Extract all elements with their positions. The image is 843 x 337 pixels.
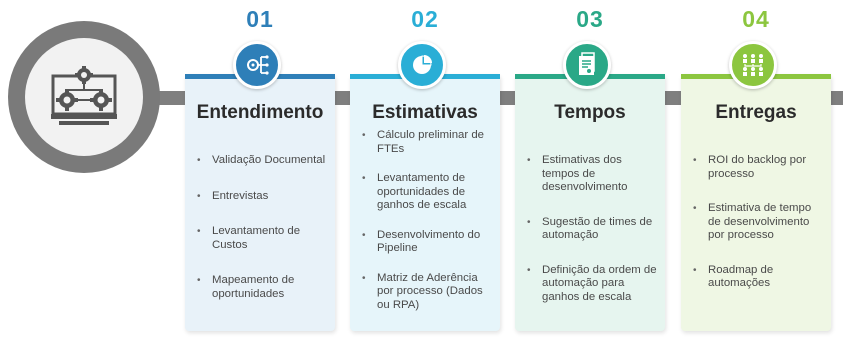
list-item: Sugestão de times de automação	[515, 216, 665, 243]
step-badge-4	[729, 41, 777, 89]
step-list-1: Validação Documental Entrevistas Levanta…	[185, 154, 335, 301]
list-item: Entrevistas	[185, 190, 335, 204]
list-item: Mapeamento de oportunidades	[185, 274, 335, 301]
step-title-2: Estimativas	[372, 102, 478, 123]
step-title-3: Tempos	[554, 102, 626, 123]
pie-chart-icon	[413, 55, 432, 74]
list-item: Estimativas dos tempos de desenvolviment…	[515, 154, 665, 195]
hub-circle	[8, 21, 160, 173]
step-title-1: Entendimento	[196, 102, 324, 123]
step-list-4: ROI do backlog por processo Estimativa d…	[681, 154, 831, 291]
step-badge-2	[398, 41, 446, 89]
step-badge-3	[563, 41, 611, 89]
list-item: Cálculo preliminar de FTEs	[350, 129, 500, 156]
step-title-4: Entregas	[715, 102, 797, 123]
list-item: Validação Documental	[185, 154, 335, 168]
list-item: ROI do backlog por processo	[681, 154, 831, 181]
network-team-icon	[743, 54, 763, 76]
step-badge-1	[233, 41, 281, 89]
hub-inner-circle	[25, 38, 143, 156]
list-item: Matriz de Aderência por processo (Dados …	[350, 272, 500, 313]
step-card-4: Entregas ROI do backlog por processo Est…	[681, 74, 831, 331]
list-item: Definição da ordem de automação para gan…	[515, 264, 665, 305]
step-number-4: 04	[742, 6, 770, 32]
list-item: Roadmap de automações	[681, 264, 831, 291]
step-number-3: 03	[576, 6, 604, 32]
document-clipboard-icon	[579, 52, 595, 75]
step-list-2: Cálculo preliminar de FTEs Levantamento …	[350, 129, 500, 312]
automation-gears-icon	[51, 66, 117, 125]
list-item: Levantamento de Custos	[185, 225, 335, 252]
step-list-3: Estimativas dos tempos de desenvolviment…	[515, 154, 665, 304]
step-number-1: 01	[246, 6, 274, 32]
step-card-1: Entendimento Validação Documental Entrev…	[185, 74, 335, 331]
step-card-3: Tempos Estimativas dos tempos de desenvo…	[515, 74, 665, 331]
list-item: Estimativa de tempo de desenvolvimento p…	[681, 202, 831, 243]
step-card-2: Estimativas Cálculo preliminar de FTEs L…	[350, 74, 500, 331]
list-item: Desenvolvimento do Pipeline	[350, 229, 500, 256]
list-item: Levantamento de oportunidades de ganhos …	[350, 172, 500, 213]
step-number-2: 02	[411, 6, 439, 32]
flowchart-gear-icon	[247, 55, 269, 75]
